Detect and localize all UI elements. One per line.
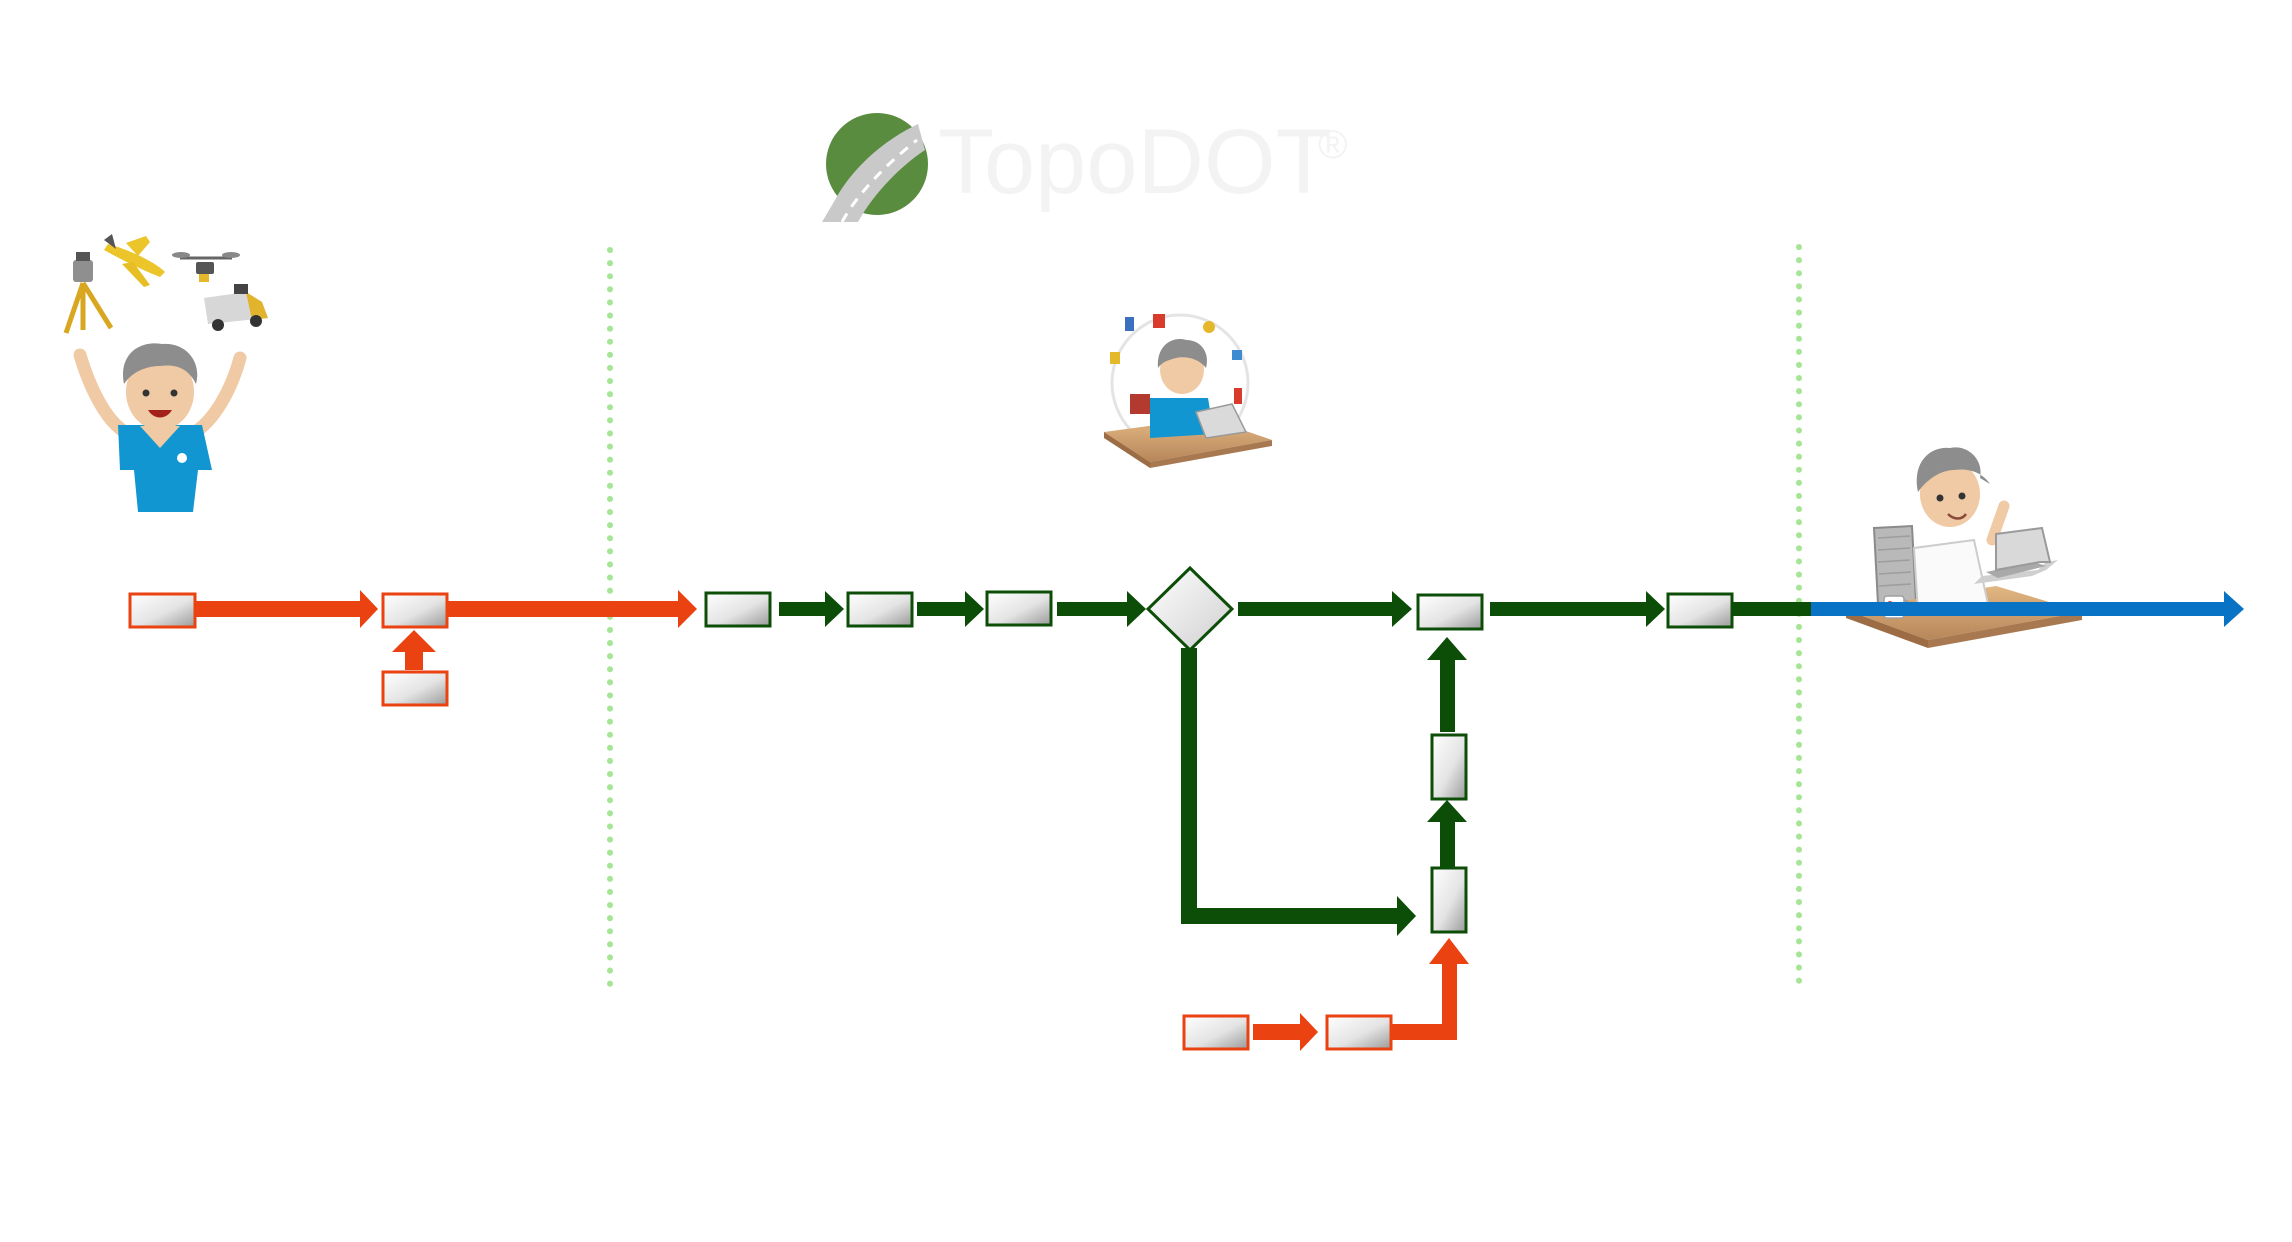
arrow-acq-up: [392, 630, 436, 670]
arrow-proc-3: [1057, 591, 1146, 627]
decision-diamond: [1145, 565, 1235, 653]
laptop-desk-worker-illustration: [1846, 447, 2082, 648]
step-box-proc-4: [1416, 593, 1484, 631]
arrow-acq-2: [447, 590, 697, 628]
arrow-up-2: [1427, 637, 1467, 732]
step-box-proc-vert-2: [1430, 866, 1468, 934]
arrow-proc-4: [1238, 591, 1412, 627]
airplane-icon: [104, 234, 165, 287]
logo-brand-text: TopoDOT: [938, 111, 1332, 213]
step-boxes: [128, 565, 1734, 1051]
flow-arrows: [195, 590, 2244, 1051]
step-box-side-1: [1182, 1014, 1250, 1051]
topodot-logo: TopoDOT ®: [822, 111, 1347, 223]
step-box-acq-1: [128, 592, 197, 629]
juggling-desk-worker-illustration: [1104, 313, 1272, 468]
arrow-side-up: [1392, 938, 1469, 1040]
survey-tripod-icon: [63, 252, 114, 334]
acquisition-illustration: [63, 234, 268, 512]
arrow-up-1: [1427, 800, 1467, 868]
cheering-surveyor-illustration: [73, 343, 247, 512]
logo-registered-mark: ®: [1318, 123, 1347, 167]
mapping-van-icon: [204, 284, 268, 331]
step-box-acq-3: [381, 670, 449, 707]
delivery-illustration: [1846, 447, 2082, 648]
road-logo-icon: [822, 113, 928, 223]
connector-proc-6: [1731, 602, 1811, 616]
arrow-proc-5: [1490, 591, 1665, 627]
step-box-proc-5: [1666, 592, 1734, 629]
step-box-proc-3: [985, 590, 1053, 627]
arrow-side-1: [1253, 1013, 1318, 1051]
acquisition-flow: [195, 590, 697, 670]
step-box-side-2: [1325, 1014, 1393, 1051]
arrow-proc-2: [917, 591, 984, 627]
arrow-branch: [1181, 648, 1416, 936]
side-input-flow: [1253, 938, 1469, 1051]
step-box-proc-1: [704, 591, 772, 628]
step-box-proc-vert-1: [1430, 733, 1468, 801]
step-box-acq-2: [381, 592, 449, 629]
drone-icon: [172, 252, 240, 282]
arrow-proc-1: [779, 591, 844, 627]
processing-illustration: [1104, 313, 1272, 468]
arrow-delivery: [1811, 591, 2244, 627]
step-box-proc-2: [846, 591, 914, 628]
processing-flow: [779, 591, 1811, 936]
arrow-acq-1: [195, 590, 378, 628]
